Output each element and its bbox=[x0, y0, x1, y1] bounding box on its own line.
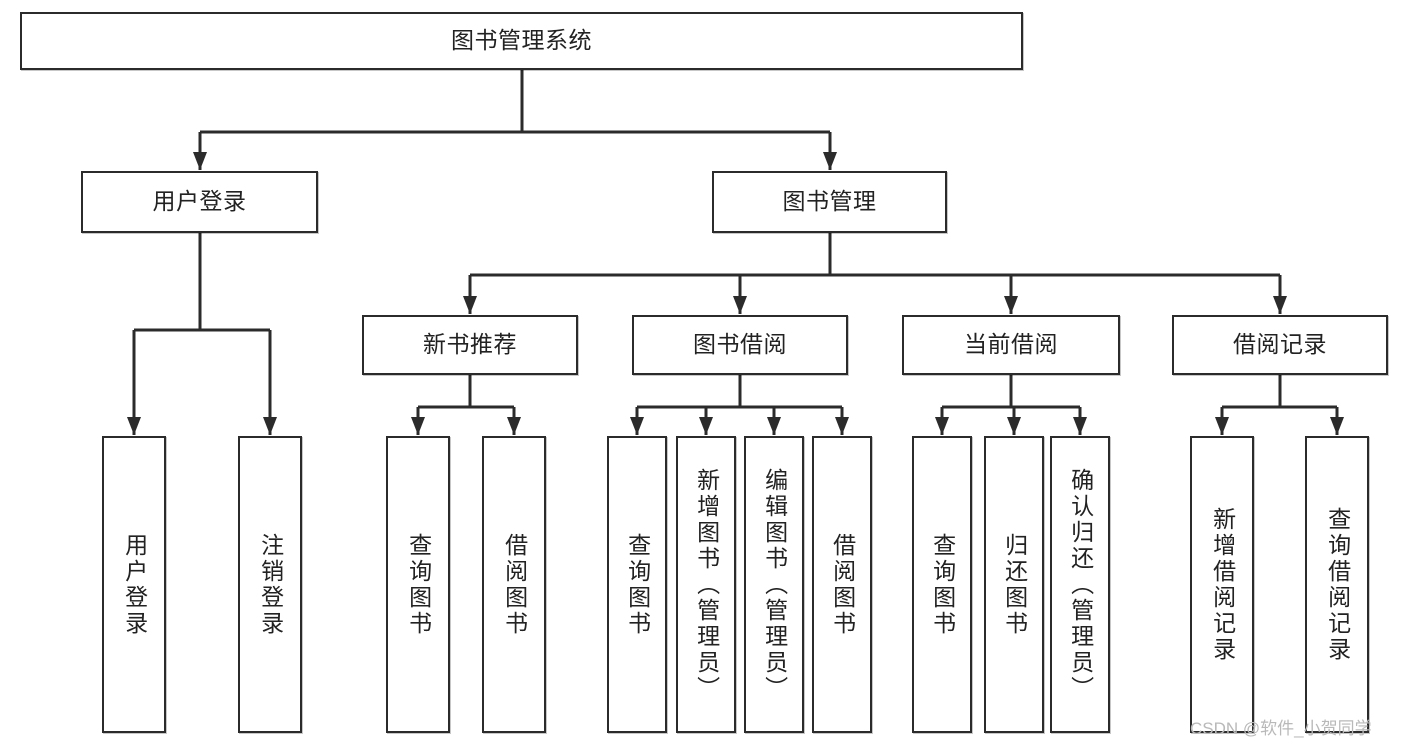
node-records[interactable]: 借阅记录 bbox=[1172, 315, 1388, 375]
node-label: 用户登录 bbox=[121, 532, 148, 637]
node-leaf_10[interactable]: 归还图书 bbox=[984, 436, 1044, 733]
node-leaf_7[interactable]: 编辑图书（管理员） bbox=[744, 436, 804, 733]
node-leaf_2[interactable]: 注销登录 bbox=[238, 436, 302, 733]
connector-arrowhead bbox=[193, 152, 207, 170]
node-leaf_3[interactable]: 查询图书 bbox=[386, 436, 450, 733]
node-leaf_5[interactable]: 查询图书 bbox=[607, 436, 667, 733]
connector-arrowhead bbox=[823, 152, 837, 170]
node-label: 借阅记录 bbox=[1233, 331, 1327, 358]
node-label: 新书推荐 bbox=[423, 331, 517, 358]
node-label: 图书管理系统 bbox=[451, 27, 592, 54]
node-label: 新增图书（管理员） bbox=[693, 467, 720, 702]
node-current[interactable]: 当前借阅 bbox=[902, 315, 1120, 375]
node-leaf_11[interactable]: 确认归还（管理员） bbox=[1050, 436, 1110, 733]
connector-arrowhead bbox=[1330, 417, 1344, 435]
connector-arrowhead bbox=[1273, 296, 1287, 314]
connector-arrowhead bbox=[1215, 417, 1229, 435]
connector-arrowhead bbox=[1004, 296, 1018, 314]
node-user_login[interactable]: 用户登录 bbox=[81, 171, 318, 233]
node-label: 借阅图书 bbox=[501, 532, 528, 637]
connector-arrowhead bbox=[630, 417, 644, 435]
connector-arrowhead bbox=[463, 296, 477, 314]
node-borrow[interactable]: 图书借阅 bbox=[632, 315, 848, 375]
node-leaf_8[interactable]: 借阅图书 bbox=[812, 436, 872, 733]
node-label: 编辑图书（管理员） bbox=[761, 467, 788, 702]
connector-arrowhead bbox=[699, 417, 713, 435]
connector-arrowhead bbox=[411, 417, 425, 435]
node-leaf_13[interactable]: 查询借阅记录 bbox=[1305, 436, 1369, 733]
node-leaf_12[interactable]: 新增借阅记录 bbox=[1190, 436, 1254, 733]
node-label: 用户登录 bbox=[152, 188, 247, 215]
watermark-label: CSDN @软件_小贺同学 bbox=[1190, 719, 1372, 738]
node-label: 图书管理 bbox=[782, 188, 877, 215]
node-label: 注销登录 bbox=[257, 532, 284, 637]
node-label: 查询借阅记录 bbox=[1324, 506, 1351, 663]
connector-arrowhead bbox=[835, 417, 849, 435]
node-leaf_9[interactable]: 查询图书 bbox=[912, 436, 972, 733]
node-leaf_4[interactable]: 借阅图书 bbox=[482, 436, 546, 733]
connector-arrowhead bbox=[1073, 417, 1087, 435]
connector-arrowhead bbox=[935, 417, 949, 435]
node-label: 查询图书 bbox=[405, 532, 432, 637]
connector-arrowhead bbox=[507, 417, 521, 435]
connector-arrowhead bbox=[767, 417, 781, 435]
node-label: 归还图书 bbox=[1001, 532, 1028, 637]
connector-arrowhead bbox=[263, 417, 277, 435]
connector-arrowhead bbox=[733, 296, 747, 314]
node-label: 确认归还（管理员） bbox=[1067, 467, 1094, 702]
node-label: 图书借阅 bbox=[693, 331, 787, 358]
node-leaf_1[interactable]: 用户登录 bbox=[102, 436, 166, 733]
node-label: 新增借阅记录 bbox=[1209, 506, 1236, 663]
node-new_rec[interactable]: 新书推荐 bbox=[362, 315, 578, 375]
connector-arrowhead bbox=[1007, 417, 1021, 435]
node-label: 查询图书 bbox=[624, 532, 651, 637]
node-label: 查询图书 bbox=[929, 532, 956, 637]
node-leaf_6[interactable]: 新增图书（管理员） bbox=[676, 436, 736, 733]
node-label: 借阅图书 bbox=[829, 532, 856, 637]
node-book_mgmt[interactable]: 图书管理 bbox=[712, 171, 947, 233]
node-label: 当前借阅 bbox=[964, 331, 1058, 358]
connector-arrowhead bbox=[127, 417, 141, 435]
node-root[interactable]: 图书管理系统 bbox=[20, 12, 1023, 70]
